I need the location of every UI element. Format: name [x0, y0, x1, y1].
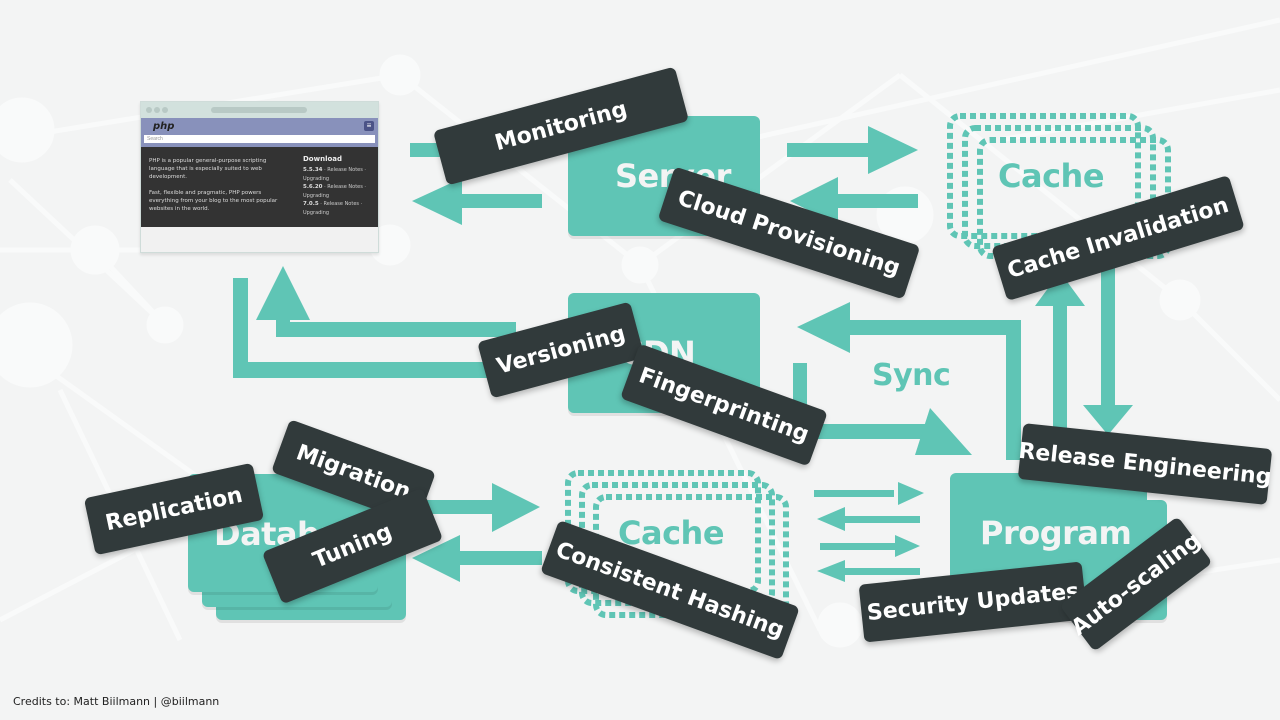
version-upgrading: Upgrading	[303, 209, 330, 216]
php-search-input: Search	[144, 135, 375, 143]
php-description-1: PHP is a popular general-purpose scripti…	[149, 158, 267, 180]
arrow-program-to-cache-1	[817, 507, 920, 531]
arrow-cache-to-server	[790, 177, 918, 225]
program-label: Program	[980, 514, 1132, 552]
download-title: Download	[303, 155, 343, 163]
arrow-cdn-to-browser	[233, 266, 516, 378]
php-download-panel: Download 5.5.34 · Release Notes · Upgradi…	[303, 155, 373, 217]
cache-top-label: Cache	[998, 157, 1105, 195]
arrow-program-to-cdn	[797, 302, 1021, 460]
address-bar	[211, 107, 307, 113]
window-dot-icon	[154, 107, 160, 113]
version-number: 5.5.34	[303, 167, 323, 173]
arrow-cdn-to-program	[793, 363, 972, 455]
php-description: PHP is a popular general-purpose scripti…	[149, 157, 289, 213]
cache-bottom-label: Cache	[618, 514, 725, 552]
arrow-cache-to-database	[412, 535, 542, 582]
arrow-cache-to-program-1	[814, 482, 924, 505]
php-description-2: Fast, flexible and pragmatic, PHP powers…	[149, 190, 278, 212]
arrows	[233, 126, 1133, 582]
sync-label: Sync	[872, 358, 951, 393]
php-hero: PHP is a popular general-purpose scripti…	[141, 147, 378, 227]
version-links: · Release Notes ·	[324, 184, 367, 190]
version-links: · Release Notes ·	[320, 201, 363, 207]
php-navbar: php ≡	[141, 118, 378, 135]
arrow-program-to-cache	[1035, 272, 1085, 430]
window-dot-icon	[146, 107, 152, 113]
arrow-server-to-browser	[412, 178, 542, 225]
version-upgrading: Upgrading	[303, 192, 330, 199]
php-search-bar: Search	[141, 135, 378, 147]
arrow-cache-to-program	[1083, 260, 1133, 435]
version-item: 7.0.5 · Release Notes · Upgrading	[303, 200, 373, 217]
version-number: 5.6.20	[303, 184, 323, 190]
hamburger-menu-icon: ≡	[364, 121, 374, 131]
version-upgrading: Upgrading	[303, 175, 330, 182]
php-website-thumbnail: php ≡ Search PHP is a popular general-pu…	[140, 101, 379, 253]
window-dot-icon	[162, 107, 168, 113]
credits-text: Credits to: Matt Biilmann | @biilmann	[13, 695, 220, 708]
arrow-cache-to-program-2	[820, 535, 920, 557]
browser-titlebar	[141, 102, 378, 118]
version-item: 5.6.20 · Release Notes · Upgrading	[303, 183, 373, 200]
arrow-program-to-cache-2	[817, 560, 920, 582]
version-item: 5.5.34 · Release Notes · Upgrading	[303, 166, 373, 183]
version-links: · Release Notes ·	[324, 167, 367, 173]
php-logo: php	[153, 121, 175, 132]
version-number: 7.0.5	[303, 201, 319, 207]
arrow-database-to-cache	[425, 483, 540, 532]
arrow-server-to-cache	[787, 126, 918, 174]
